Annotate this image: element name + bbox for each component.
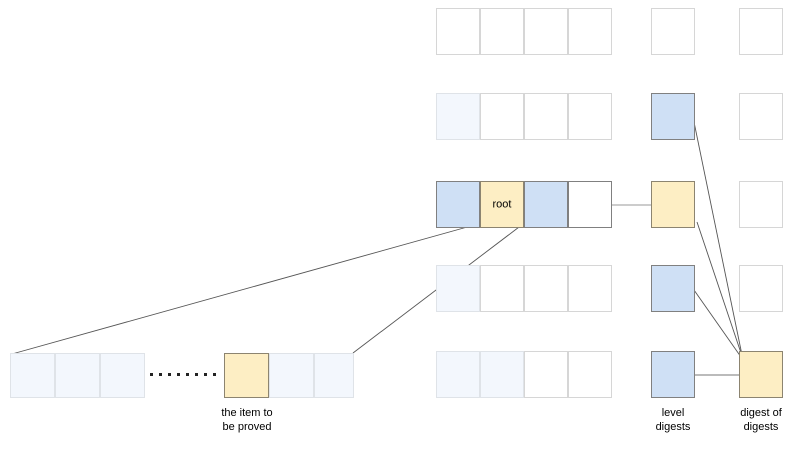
- root-cell[interactable]: root: [480, 181, 524, 228]
- item-to-be-proved-cell[interactable]: [224, 353, 269, 398]
- ellipsis-dot: [204, 373, 207, 376]
- ellipsis-dot: [177, 373, 180, 376]
- ellipsis-dot: [213, 373, 216, 376]
- grid-cell[interactable]: [568, 181, 612, 228]
- ellipsis-dot: [168, 373, 171, 376]
- digest-of-digests-cell[interactable]: [739, 8, 783, 55]
- level-digest-cell[interactable]: [651, 8, 695, 55]
- ellipsis-dot: [195, 373, 198, 376]
- level-digest-cell[interactable]: [651, 351, 695, 398]
- grid-cell[interactable]: [480, 351, 524, 398]
- ellipsis-dot: [150, 373, 153, 376]
- leaf-cell[interactable]: [269, 353, 314, 398]
- grid-cell[interactable]: [436, 351, 480, 398]
- digest-of-digests-cell[interactable]: [739, 265, 783, 312]
- leaf-cell[interactable]: [100, 353, 145, 398]
- leaf-cell[interactable]: [55, 353, 100, 398]
- grid-cell[interactable]: [524, 93, 568, 140]
- caption-digest-of-digests: digest of digests: [740, 407, 782, 433]
- grid-cell[interactable]: [436, 8, 480, 55]
- grid-cell[interactable]: [436, 181, 480, 228]
- digest-of-digests-cell[interactable]: [739, 181, 783, 228]
- leaf-cell[interactable]: [10, 353, 55, 398]
- level-digest-cell[interactable]: [651, 265, 695, 312]
- grid-cell[interactable]: [524, 265, 568, 312]
- connector-level-digest3-to-dod: [696, 221, 743, 357]
- grid-cell[interactable]: [568, 8, 612, 55]
- grid-cell[interactable]: [480, 265, 524, 312]
- grid-cell[interactable]: [568, 93, 612, 140]
- grid-cell[interactable]: [436, 93, 480, 140]
- grid-cell[interactable]: [524, 181, 568, 228]
- connector-level-digest4-to-dod: [693, 289, 742, 358]
- ellipsis-dot: [159, 373, 162, 376]
- level-digest-cell[interactable]: [651, 93, 695, 140]
- grid-cell[interactable]: [568, 351, 612, 398]
- connector-level-digest2-to-dod: [693, 121, 743, 356]
- level-digest-cell[interactable]: [651, 181, 695, 228]
- caption-level-digests: level digests: [655, 407, 691, 433]
- grid-cell[interactable]: [480, 93, 524, 140]
- digest-of-digests-cell[interactable]: [739, 93, 783, 140]
- connector-root-to-leaf-left: [11, 223, 479, 355]
- leaf-cell[interactable]: [314, 353, 354, 398]
- root-cell-label: root: [492, 198, 512, 210]
- grid-cell[interactable]: [524, 8, 568, 55]
- caption-item-to-be-proved: the item to be proved: [221, 407, 273, 433]
- grid-cell[interactable]: [524, 351, 568, 398]
- grid-cell[interactable]: [480, 8, 524, 55]
- grid-cell[interactable]: [568, 265, 612, 312]
- ellipsis-dot: [186, 373, 189, 376]
- ellipsis-dots: [150, 373, 216, 376]
- digest-of-digests-cell[interactable]: [739, 351, 783, 398]
- grid-cell[interactable]: [436, 265, 480, 312]
